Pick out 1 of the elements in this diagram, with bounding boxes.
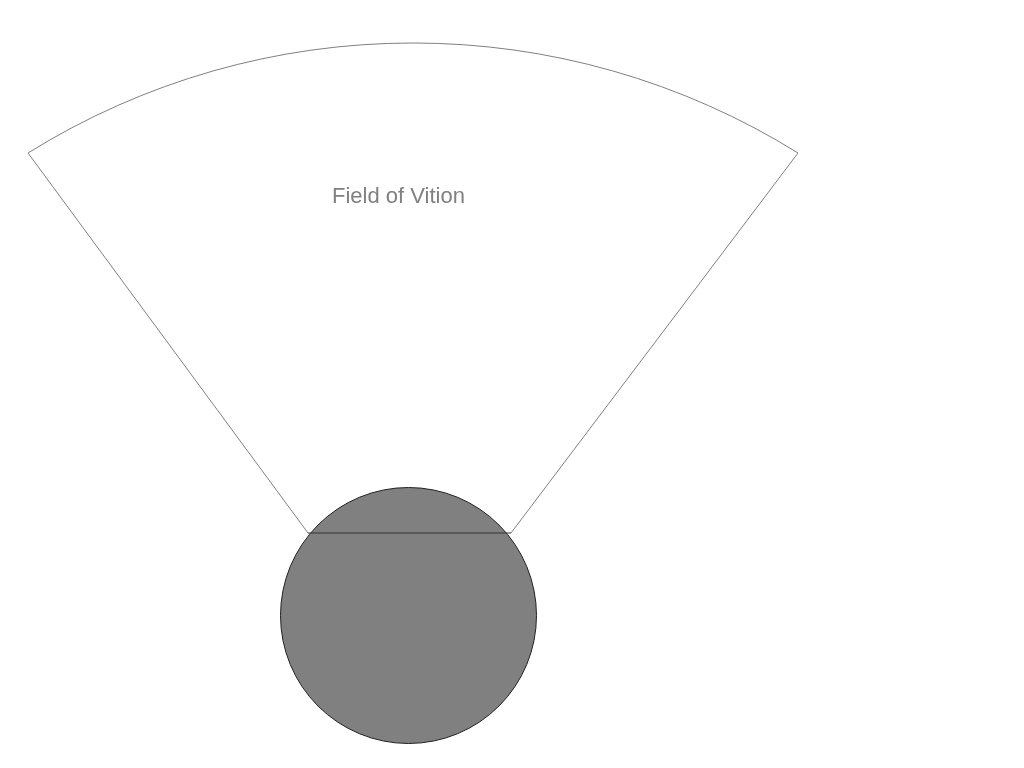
sector-label: Field of Vition — [332, 183, 465, 209]
